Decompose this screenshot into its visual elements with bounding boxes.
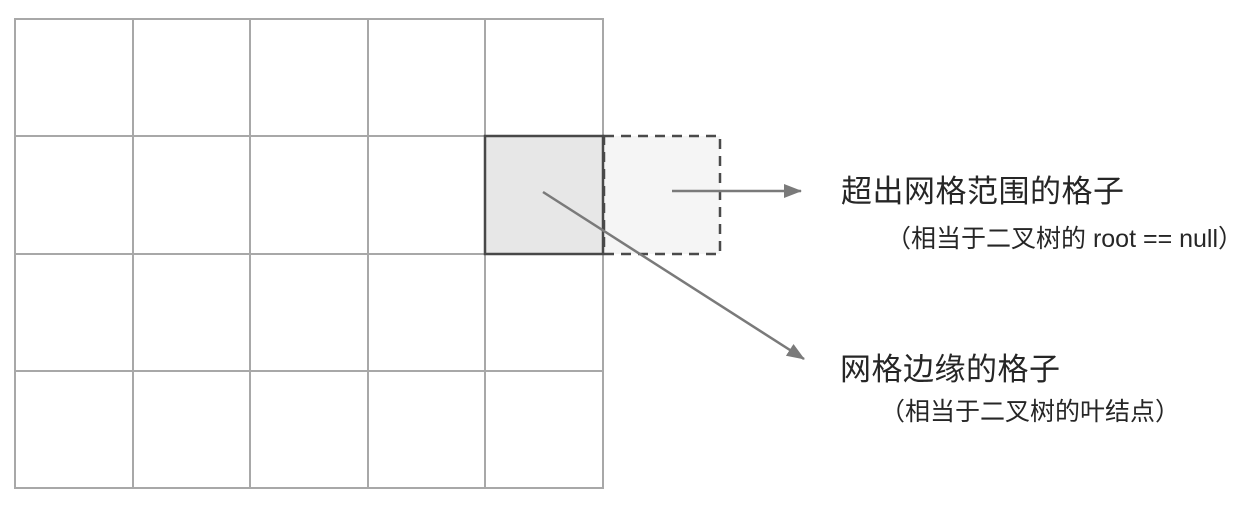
out-of-grid-label: 超出网格范围的格子 [841, 174, 1125, 209]
edge-cell-highlight [483, 134, 605, 256]
edge-cell-sublabel: （相当于二叉树的叶结点） [880, 398, 1181, 426]
out-of-grid-dashed-cell [602, 134, 722, 256]
out-of-grid-sublabel: （相当于二叉树的 root == null） [886, 225, 1244, 253]
arrow-to-edge-cell-label [542, 190, 805, 361]
edge-cell-label: 网格边缘的格子 [840, 352, 1061, 387]
